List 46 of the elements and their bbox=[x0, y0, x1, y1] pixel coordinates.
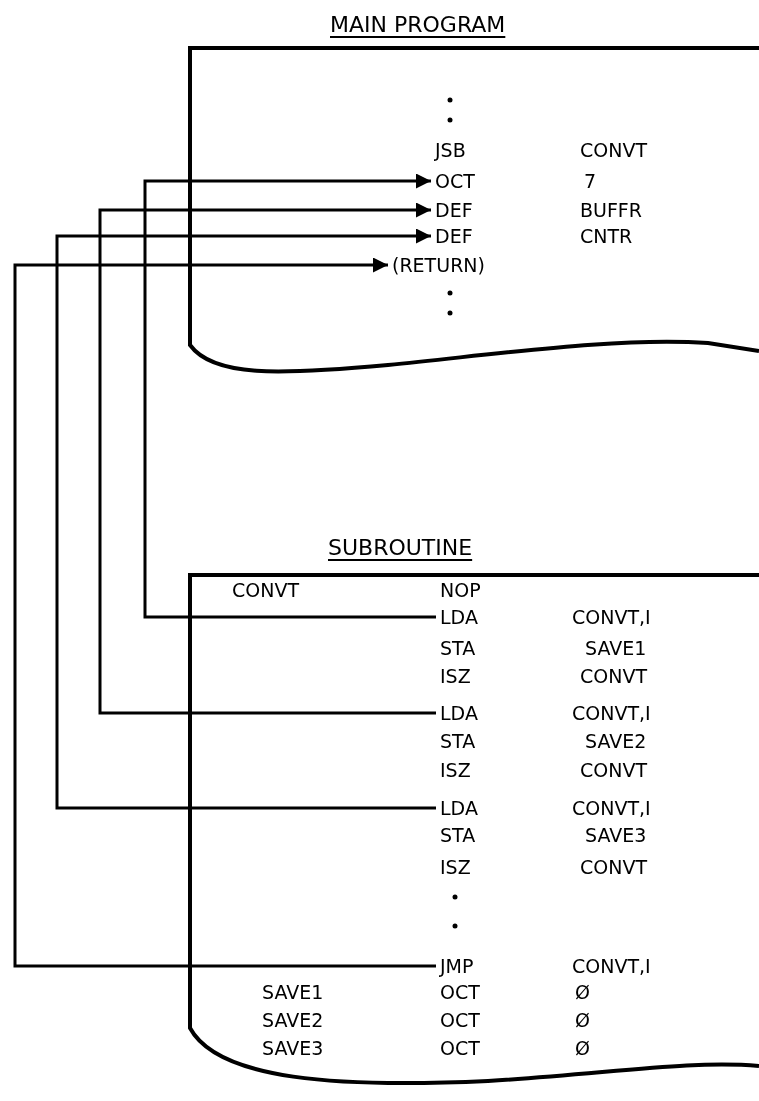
panel-heading: SUBROUTINE bbox=[328, 534, 473, 562]
code-text: CONVT bbox=[580, 138, 648, 162]
code-text: ISZ bbox=[440, 758, 471, 782]
code-text: ISZ bbox=[440, 855, 471, 879]
code-text: SAVE2 bbox=[262, 1008, 324, 1032]
code-text: SAVE1 bbox=[262, 980, 324, 1004]
code-text: SAVE3 bbox=[585, 823, 647, 847]
code-text: OCT bbox=[440, 1036, 480, 1060]
code-text: SAVE2 bbox=[585, 729, 647, 753]
connector-arrow bbox=[55, 228, 436, 810]
code-text: CONVT bbox=[580, 758, 648, 782]
code-text: Ø bbox=[575, 980, 590, 1004]
connector-arrow bbox=[143, 173, 436, 619]
operand-text: 7 bbox=[584, 169, 597, 193]
code-text: OCT bbox=[440, 1008, 480, 1032]
operand-text: CONVT,I bbox=[572, 796, 651, 820]
code-text: JSB bbox=[435, 138, 466, 162]
operand-text: CONVT,I bbox=[572, 954, 651, 978]
connector-arrow bbox=[98, 202, 436, 715]
code-text: OCT bbox=[440, 980, 480, 1004]
opcode-text: OCT bbox=[435, 169, 475, 193]
code-text: NOP bbox=[440, 578, 481, 602]
code-text: CONVT bbox=[580, 855, 648, 879]
opcode-text: LDA bbox=[440, 701, 478, 725]
opcode-text: DEF bbox=[435, 224, 473, 248]
opcode-text: LDA bbox=[440, 796, 478, 820]
code-text: SAVE3 bbox=[262, 1036, 324, 1060]
code-text: SAVE1 bbox=[585, 636, 647, 660]
opcode-text: JMP bbox=[440, 954, 474, 978]
connector-arrow bbox=[13, 257, 436, 968]
operand-text: CONVT,I bbox=[572, 701, 651, 725]
code-text: CONVT bbox=[232, 578, 300, 602]
code-text: STA bbox=[440, 729, 476, 753]
opcode-text: LDA bbox=[440, 605, 478, 629]
code-text: CONVT bbox=[580, 664, 648, 688]
opcode-text: (RETURN) bbox=[392, 253, 485, 277]
code-text: STA bbox=[440, 636, 476, 660]
code-text: Ø bbox=[575, 1008, 590, 1032]
code-text: ISZ bbox=[440, 664, 471, 688]
code-text: Ø bbox=[575, 1036, 590, 1060]
code-text: STA bbox=[440, 823, 476, 847]
operand-text: BUFFR bbox=[580, 198, 642, 222]
panel-heading: MAIN PROGRAM bbox=[330, 11, 506, 39]
opcode-text: DEF bbox=[435, 198, 473, 222]
operand-text: CNTR bbox=[580, 224, 633, 248]
operand-text: CONVT,I bbox=[572, 605, 651, 629]
